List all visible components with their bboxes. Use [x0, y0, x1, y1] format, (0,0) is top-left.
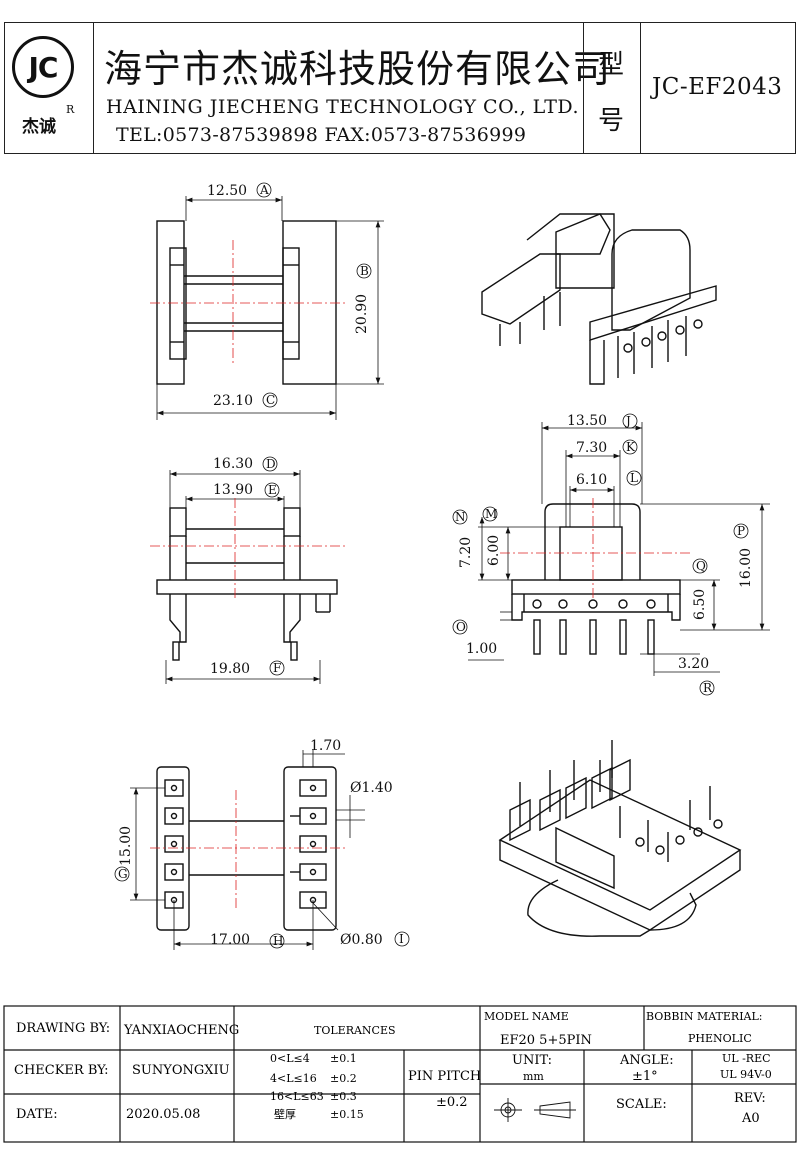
company-contact: TEL:0573-87539898 FAX:0573-87536999 — [116, 124, 527, 146]
tol-range-2: 4<L≤16 — [270, 1072, 317, 1085]
ul-94v0: UL 94V-0 — [720, 1068, 772, 1081]
dim-N-tag: N — [455, 510, 466, 524]
model-label-cell — [583, 22, 641, 154]
angle-label: ANGLE: — [619, 1053, 674, 1068]
date-label: DATE: — [16, 1107, 58, 1122]
side-view — [511, 503, 681, 655]
dim-R-value: 3.20 — [678, 656, 709, 672]
title-block-grid — [3, 1005, 797, 1143]
title-block-text: DRAWING BY: YANXIAOCHENG CHECKER BY: SUN… — [14, 1010, 772, 1126]
logo-text: JC — [28, 50, 59, 84]
dim-N-value: 7.20 — [458, 537, 474, 568]
dim-D-value: 16.30 — [213, 456, 253, 472]
dim-M-tag: M — [485, 507, 497, 521]
top-view — [156, 220, 337, 385]
isometric-view-top — [481, 213, 717, 385]
dim-A-value: 12.50 — [207, 183, 247, 199]
dim-B-value: 20.90 — [354, 294, 370, 334]
logo-subtext: 杰诚 — [22, 117, 56, 137]
model-number: JC-EF2043 — [652, 74, 783, 100]
dim-L-value: 6.10 — [576, 472, 607, 488]
dim-G-tag: G — [118, 867, 128, 881]
dim-P-tag: P — [737, 524, 745, 538]
tol-value-3: ±0.3 — [330, 1090, 357, 1103]
dim-D-tag: D — [266, 457, 276, 471]
dim-J-value: 13.50 — [567, 413, 607, 429]
dim-A-tag: A — [259, 183, 269, 197]
unit-label: UNIT: — [512, 1053, 552, 1068]
dim-O-tag: O — [456, 620, 466, 634]
dim-K-tag: K — [626, 440, 636, 454]
drawing-by-value: YANXIAOCHENG — [123, 1023, 239, 1038]
isometric-view-bottom — [498, 740, 742, 937]
centerlines — [150, 240, 690, 910]
dim-Q-tag: Q — [696, 559, 706, 573]
dim-pin-hole: Ø1.40 — [350, 780, 393, 796]
tolerances-label: TOLERANCES — [314, 1024, 396, 1037]
bottom-view — [156, 766, 337, 931]
dim-K-value: 7.30 — [576, 440, 607, 456]
drawing-by-label: DRAWING BY: — [16, 1021, 110, 1036]
dim-I-value: Ø0.80 — [340, 932, 383, 948]
dim-I-tag: I — [399, 932, 404, 946]
dim-M-value: 6.00 — [486, 535, 502, 566]
checker-by-value: SUNYONGXIU — [132, 1063, 230, 1078]
model-label-char-1: 型 — [598, 50, 625, 80]
unit-value: mm — [523, 1070, 544, 1083]
dim-H-value: 17.00 — [210, 932, 250, 948]
pin-pitch-value: ±0.2 — [436, 1095, 468, 1110]
model-label-char-2: 号 — [598, 106, 625, 136]
tol-value-4: ±0.15 — [330, 1108, 364, 1121]
projection-symbol — [494, 1098, 576, 1122]
ul-rec: UL -REC — [722, 1052, 771, 1065]
dim-P-value: 16.00 — [738, 548, 754, 588]
dim-C-tag: C — [266, 393, 275, 407]
model-name-label: MODEL NAME — [484, 1010, 569, 1023]
checker-by-label: CHECKER BY: — [14, 1063, 109, 1078]
dim-E-value: 13.90 — [213, 482, 253, 498]
dim-O-value: 1.00 — [466, 641, 497, 657]
tol-range-4: 壁厚 — [274, 1107, 296, 1121]
scale-label: SCALE: — [616, 1097, 667, 1112]
date-value: 2020.05.08 — [126, 1107, 200, 1122]
dimension-labels: 12.50 A 20.90 B 23.10 C 16.30 D 13.90 E … — [114, 182, 754, 949]
company-name-cn: 海宁市杰诚科技股份有限公司 — [104, 47, 612, 91]
tol-value-2: ±0.2 — [330, 1072, 357, 1085]
front-view — [156, 507, 338, 661]
bobbin-material-value: PHENOLIC — [688, 1032, 752, 1045]
dim-E-tag: E — [268, 483, 277, 497]
dim-F-tag: F — [273, 661, 281, 675]
angle-value: ±1° — [632, 1069, 658, 1084]
dim-H-tag: H — [273, 934, 283, 948]
tol-range-3: 16<L≤63 — [270, 1090, 324, 1103]
logo-cell — [4, 22, 94, 154]
company-logo: JC — [12, 36, 74, 98]
dim-pin-thickness: 1.70 — [310, 738, 341, 754]
dim-B-tag: B — [360, 264, 369, 278]
dim-R-tag: R — [703, 681, 713, 695]
dim-J-tag: J — [624, 414, 631, 428]
dim-F-value: 19.80 — [210, 661, 250, 677]
pin-pitch-label: PIN PITCH — [408, 1069, 481, 1084]
tol-value-1: ±0.1 — [330, 1052, 357, 1065]
dim-G-value: 15.00 — [118, 826, 134, 866]
company-name-en: HAINING JIECHENG TECHNOLOGY CO., LTD. — [106, 96, 580, 118]
rev-value: A0 — [741, 1111, 760, 1126]
header-frame — [4, 22, 796, 154]
rev-label: REV: — [734, 1091, 766, 1106]
tol-range-1: 0<L≤4 — [270, 1052, 310, 1065]
model-name-value: EF20 5+5PIN — [500, 1033, 592, 1048]
registered-mark: R — [66, 103, 75, 116]
bobbin-material-label: BOBBIN MATERIAL: — [646, 1010, 763, 1023]
dim-Q-value: 6.50 — [692, 589, 708, 620]
dim-L-tag: L — [630, 471, 638, 485]
dim-C-value: 23.10 — [213, 393, 253, 409]
